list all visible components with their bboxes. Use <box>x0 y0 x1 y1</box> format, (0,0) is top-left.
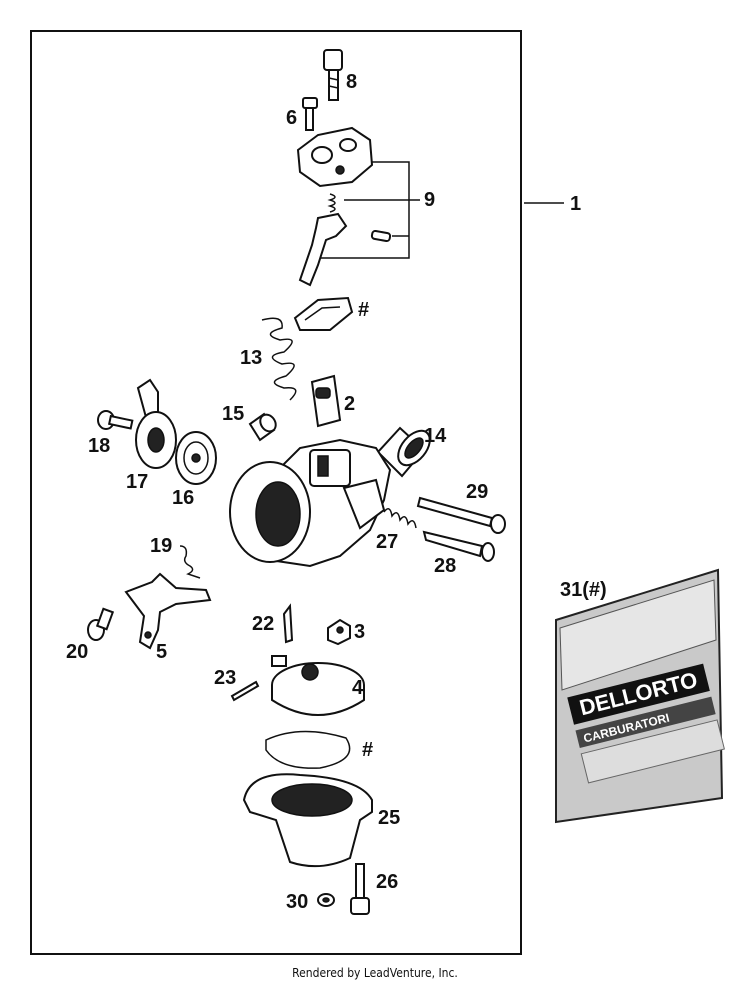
part-28-screw[interactable] <box>422 530 495 562</box>
label-27: 27 <box>376 531 398 553</box>
part-9-pin[interactable] <box>370 229 392 243</box>
part-29-screw[interactable] <box>416 496 506 534</box>
label-25: 25 <box>378 807 400 829</box>
part-20-screw[interactable] <box>87 607 115 641</box>
label-6: 6 <box>286 107 297 129</box>
label-23: 23 <box>214 667 236 689</box>
part-4-float[interactable] <box>271 655 365 716</box>
label-hash-top: # <box>358 299 369 321</box>
part-8-screw[interactable] <box>323 49 343 101</box>
label-15: 15 <box>222 403 244 425</box>
part-15-float-valve-seat[interactable] <box>248 412 279 442</box>
part-17-choke-lever[interactable] <box>135 378 177 469</box>
part-19-spring[interactable] <box>179 545 201 579</box>
part-22-needle[interactable] <box>282 603 294 644</box>
label-2: 2 <box>344 393 355 415</box>
label-30: 30 <box>286 891 308 913</box>
label-19: 19 <box>150 535 172 557</box>
label-1: 1 <box>570 193 581 215</box>
bracket-9 <box>320 161 420 259</box>
part-30-washer[interactable] <box>317 893 335 907</box>
part-25-float-bowl[interactable] <box>242 773 373 868</box>
part-2-throttle-slide[interactable] <box>310 374 342 428</box>
label-13: 13 <box>240 347 262 369</box>
footer-credit: Rendered by LeadVenture, Inc. <box>292 966 458 980</box>
diagram-frame <box>30 30 522 955</box>
label-hash-bottom: # <box>362 739 373 761</box>
part-9-cover[interactable] <box>296 126 374 188</box>
part-27-spring[interactable] <box>383 508 417 529</box>
label-17: 17 <box>126 471 148 493</box>
label-31: 31(#) <box>560 579 607 601</box>
label-16: 16 <box>172 487 194 509</box>
part-18-screw[interactable] <box>97 410 134 430</box>
label-14: 14 <box>424 425 447 447</box>
part-26-screw[interactable] <box>350 863 370 915</box>
part-13-spring[interactable] <box>261 317 297 401</box>
label-9: 9 <box>424 189 435 211</box>
label-20: 20 <box>66 641 88 663</box>
part-9-spring[interactable] <box>327 193 336 213</box>
part-14-ring[interactable] <box>376 425 436 478</box>
label-8: 8 <box>346 71 357 93</box>
label-4: 4 <box>352 677 364 699</box>
part-31-gasket-kit-bag[interactable]: DELLORTO CARBURATORI <box>555 568 725 824</box>
part-6-screw[interactable] <box>302 97 318 131</box>
gasket-bottom[interactable] <box>265 730 351 769</box>
part-16-disc[interactable] <box>175 431 217 485</box>
part-23-pin[interactable] <box>230 680 260 702</box>
label-28: 28 <box>434 555 456 577</box>
part-3-nut[interactable] <box>327 618 351 646</box>
label-3: 3 <box>354 621 365 643</box>
label-5: 5 <box>156 641 167 663</box>
label-26: 26 <box>376 871 398 893</box>
part-5-bracket[interactable] <box>124 572 212 650</box>
label-18: 18 <box>88 435 110 457</box>
part-9-lever[interactable] <box>298 212 348 287</box>
label-29: 29 <box>466 481 488 503</box>
label-22: 22 <box>252 613 274 635</box>
carburetor-body[interactable] <box>229 438 392 568</box>
gasket-top[interactable] <box>293 296 354 331</box>
